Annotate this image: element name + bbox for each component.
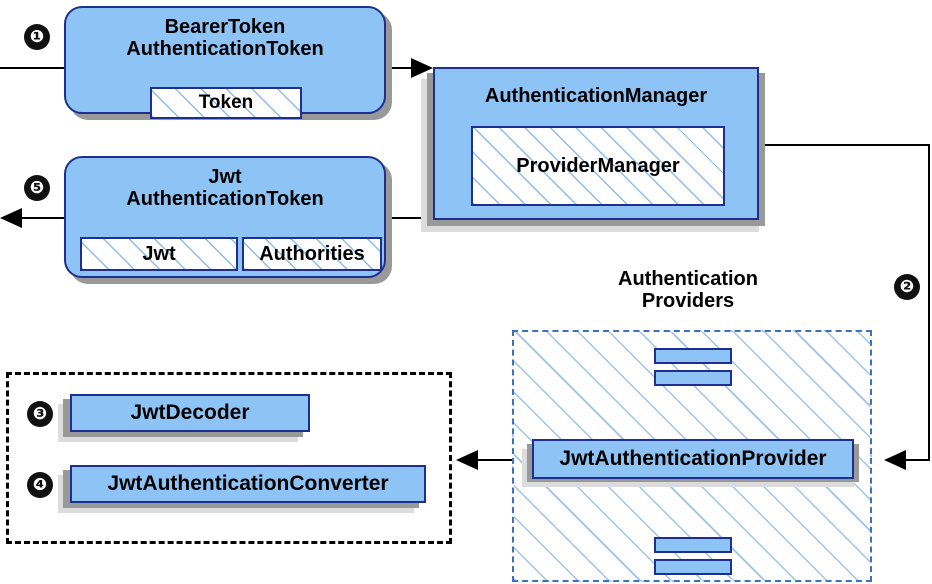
provider-stack-bottom-bar-2 — [654, 559, 732, 575]
jwt-authentication-converter-node[interactable]: JwtAuthenticationConverter — [70, 465, 426, 503]
jwt-token-inner-jwt[interactable]: Jwt — [80, 237, 238, 271]
jwt-decoder-node[interactable]: JwtDecoder — [70, 394, 310, 432]
authorities-label: Authorities — [259, 242, 365, 265]
bearer-token-node[interactable]: BearerToken AuthenticationToken Token — [64, 6, 386, 119]
badge-step-4-label: ❹ — [32, 474, 48, 495]
jwt-authentication-provider-node[interactable]: JwtAuthenticationProvider — [532, 439, 854, 479]
bearer-token-title: BearerToken AuthenticationToken — [126, 16, 324, 61]
jwt-authentication-provider-label: JwtAuthenticationProvider — [559, 447, 827, 470]
authentication-manager-title: AuthenticationManager — [484, 85, 708, 107]
provider-stack-bottom-bar-1 — [654, 537, 732, 553]
badge-step-5-label: ❺ — [29, 177, 45, 198]
badge-step-4: ❹ — [27, 472, 53, 498]
badge-step-3-label: ❸ — [32, 403, 48, 424]
badge-step-2-label: ❷ — [899, 276, 915, 297]
authentication-manager-node[interactable]: AuthenticationManager ProviderManager — [433, 67, 759, 220]
provider-stack-top-bar-2 — [654, 370, 732, 386]
badge-step-5: ❺ — [24, 175, 50, 201]
authentication-providers-heading: Authentication Providers — [618, 268, 758, 313]
jwt-authentication-converter-label: JwtAuthenticationConverter — [107, 472, 389, 495]
badge-step-1: ❶ — [24, 24, 50, 50]
bearer-token-inner-token[interactable]: Token — [150, 87, 302, 119]
provider-manager-inner[interactable]: ProviderManager — [471, 126, 725, 206]
jwt-token-title: Jwt AuthenticationToken — [126, 166, 324, 211]
provider-manager-label: ProviderManager — [516, 154, 680, 177]
token-label: Token — [198, 92, 254, 113]
jwt-token-node[interactable]: Jwt AuthenticationToken Jwt Authorities — [64, 156, 386, 278]
jwt-label: Jwt — [142, 242, 176, 265]
badge-step-1-label: ❶ — [29, 26, 45, 47]
support-components-group — [6, 372, 452, 544]
jwt-decoder-label: JwtDecoder — [130, 401, 250, 424]
badge-step-2: ❷ — [894, 274, 920, 300]
jwt-token-inner-authorities[interactable]: Authorities — [242, 237, 382, 271]
provider-stack-top-bar-1 — [654, 348, 732, 364]
badge-step-3: ❸ — [27, 401, 53, 427]
